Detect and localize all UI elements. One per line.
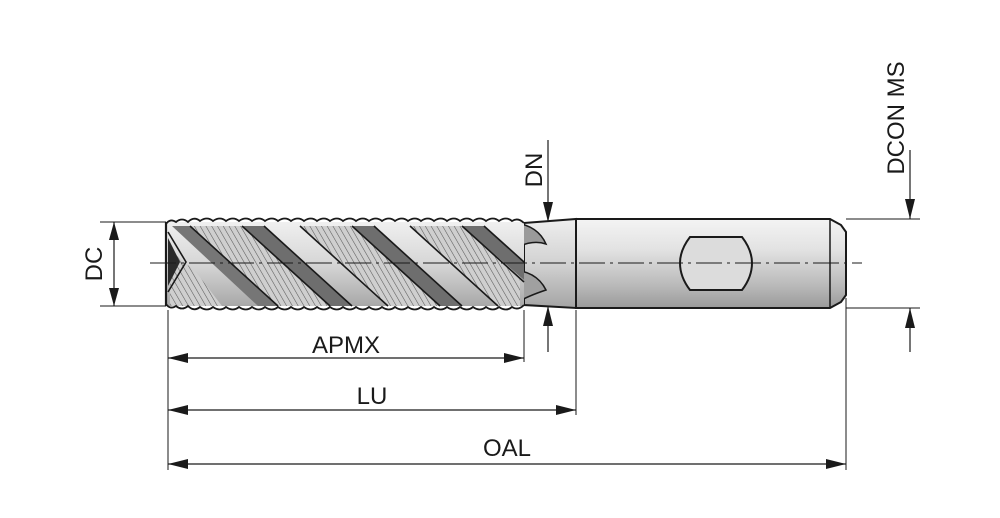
dim-lu: LU bbox=[168, 383, 576, 415]
dim-label-apmx: APMX bbox=[312, 332, 380, 359]
dim-dn: DN bbox=[521, 140, 553, 352]
dim-dcon-ms: DCON MS bbox=[883, 61, 915, 352]
dim-dc: DC bbox=[81, 222, 119, 306]
dim-apmx: APMX bbox=[168, 332, 524, 363]
dim-label-dcon-ms: DCON MS bbox=[883, 61, 910, 174]
extension-lines bbox=[100, 218, 920, 470]
dim-label-dn: DN bbox=[521, 153, 548, 188]
dim-label-dc: DC bbox=[81, 247, 108, 282]
dim-oal: OAL bbox=[168, 435, 846, 469]
cutting-flutes bbox=[164, 217, 525, 311]
dim-label-lu: LU bbox=[357, 383, 388, 410]
dim-label-oal: OAL bbox=[483, 435, 531, 462]
